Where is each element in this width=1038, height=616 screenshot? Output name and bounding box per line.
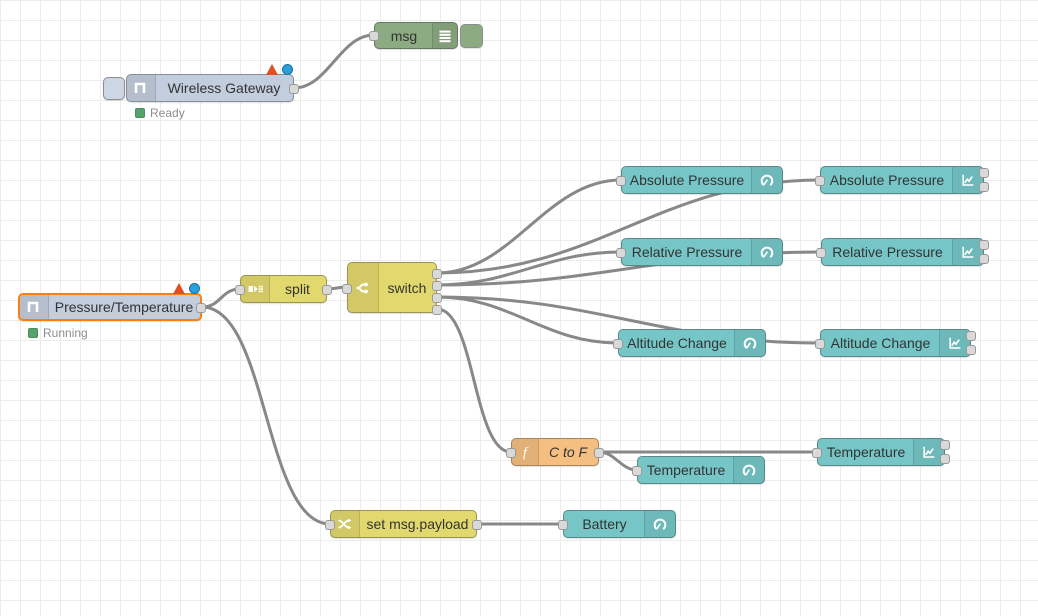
output-port-2[interactable] <box>979 254 989 264</box>
node-split[interactable]: split <box>235 275 332 303</box>
debug-toggle-button[interactable] <box>460 24 483 48</box>
status-green-icon <box>28 328 38 338</box>
node-label: set msg.payload <box>366 516 469 532</box>
status-green-icon <box>135 108 145 118</box>
input-port[interactable] <box>616 248 626 258</box>
output-port-1[interactable] <box>966 331 976 341</box>
chart-icon <box>952 239 983 265</box>
gauge-icon <box>733 457 764 483</box>
node-label: Relative Pressure <box>832 244 943 260</box>
node-status: Running <box>28 326 88 340</box>
modified-badge-icon <box>282 64 293 75</box>
wire-gateway-to-msg[interactable] <box>292 33 376 90</box>
svg-text:f: f <box>523 446 529 461</box>
change-shuffle-icon <box>331 511 360 537</box>
node-label: Absolute Pressure <box>829 172 945 188</box>
input-port[interactable] <box>235 285 245 295</box>
node-temperature-chart[interactable]: Temperature <box>812 438 950 466</box>
input-port[interactable] <box>506 448 516 458</box>
node-label: Altitude Change <box>627 335 727 351</box>
node-label: split <box>285 281 310 297</box>
wire-pt-to-change[interactable] <box>200 305 332 526</box>
input-port[interactable] <box>342 284 352 294</box>
debug-list-icon <box>432 23 457 48</box>
gauge-icon <box>644 511 675 537</box>
node-battery-gauge[interactable]: Battery <box>558 510 676 538</box>
split-icon <box>241 276 270 302</box>
node-relative-pressure-chart[interactable]: Relative Pressure <box>816 238 989 266</box>
output-port-2[interactable] <box>940 454 950 464</box>
input-port[interactable] <box>816 248 826 258</box>
error-badge-icon <box>266 64 278 75</box>
output-port-1[interactable] <box>940 440 950 450</box>
input-port[interactable] <box>369 31 379 41</box>
input-port[interactable] <box>815 176 825 186</box>
pulse-icon <box>127 75 156 101</box>
gauge-icon <box>734 330 765 356</box>
node-set-msg-payload[interactable]: set msg.payload <box>325 510 482 538</box>
input-port[interactable] <box>812 448 822 458</box>
node-label: msg <box>390 27 418 44</box>
node-label: Pressure/Temperature <box>54 299 194 315</box>
node-label: Temperature <box>646 462 726 478</box>
output-port[interactable] <box>289 84 299 94</box>
input-port[interactable] <box>613 339 623 349</box>
error-badge-icon <box>173 283 185 294</box>
inject-button[interactable] <box>103 77 125 100</box>
wire-switch1-to-abs-gauge[interactable] <box>435 178 623 275</box>
gauge-icon <box>751 239 782 265</box>
switch-fork-icon <box>348 263 379 312</box>
pulse-icon <box>20 295 49 319</box>
node-label: Absolute Pressure <box>629 172 745 188</box>
output-port-3[interactable] <box>432 293 442 303</box>
output-port-1[interactable] <box>979 240 989 250</box>
node-absolute-pressure-chart[interactable]: Absolute Pressure <box>815 166 989 194</box>
input-port[interactable] <box>815 339 825 349</box>
node-altitude-change-gauge[interactable]: Altitude Change <box>613 329 766 357</box>
node-c-to-f-function[interactable]: f C to F <box>506 438 604 466</box>
gauge-icon <box>751 167 782 193</box>
wire-switch4-to-ctof[interactable] <box>435 307 513 454</box>
output-port-2[interactable] <box>979 182 989 192</box>
output-port[interactable] <box>472 520 482 530</box>
wire-switch3-to-alt-gauge[interactable] <box>435 295 620 345</box>
output-port-4[interactable] <box>432 305 442 315</box>
node-absolute-pressure-gauge[interactable]: Absolute Pressure <box>616 166 783 194</box>
output-port[interactable] <box>322 285 332 295</box>
node-label: Temperature <box>826 444 906 460</box>
modified-badge-icon <box>189 283 200 294</box>
output-port-1[interactable] <box>432 269 442 279</box>
chart-icon <box>952 167 983 193</box>
chart-icon <box>939 330 970 356</box>
node-altitude-change-chart[interactable]: Altitude Change <box>815 329 976 357</box>
output-port-1[interactable] <box>979 168 989 178</box>
function-icon: f <box>512 439 539 465</box>
input-port[interactable] <box>616 176 626 186</box>
node-msg-debug[interactable]: msg <box>369 22 483 49</box>
node-label: Wireless Gateway <box>167 80 281 96</box>
node-label: C to F <box>548 444 588 460</box>
node-switch[interactable]: switch <box>342 262 442 315</box>
node-label: Altitude Change <box>830 335 931 351</box>
node-label: switch <box>387 279 427 296</box>
node-wireless-gateway[interactable]: Wireless Gateway Ready <box>103 64 299 120</box>
node-relative-pressure-gauge[interactable]: Relative Pressure <box>616 238 783 266</box>
node-status: Ready <box>135 106 185 120</box>
input-port[interactable] <box>632 466 642 476</box>
output-port[interactable] <box>594 448 604 458</box>
input-port[interactable] <box>325 520 335 530</box>
node-label: Battery <box>582 516 627 532</box>
node-label: Relative Pressure <box>631 244 743 260</box>
node-pressure-temperature[interactable]: Pressure/Temperature Running <box>18 283 206 340</box>
output-port-2[interactable] <box>966 345 976 355</box>
input-port[interactable] <box>558 520 568 530</box>
output-port[interactable] <box>196 303 206 313</box>
chart-icon <box>913 439 944 465</box>
node-temperature-gauge[interactable]: Temperature <box>632 456 765 484</box>
output-port-2[interactable] <box>432 281 442 291</box>
